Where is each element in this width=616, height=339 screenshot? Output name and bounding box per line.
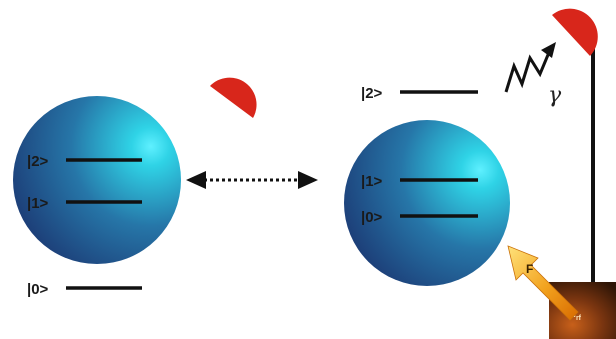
force-label: F [526, 262, 533, 276]
left-atom-sphere [13, 96, 181, 264]
right-atom-sphere [344, 120, 510, 286]
left-level-0-label: |0> [27, 281, 49, 298]
rf-source: Hrf [549, 282, 616, 339]
transfer-arrow-left-head [186, 171, 206, 189]
photon-gamma-label: γ [548, 83, 562, 108]
left-level-2-label: |2> [27, 153, 49, 170]
left-level-1-label: |1> [27, 195, 49, 212]
right-level-1-label: |1> [361, 173, 383, 190]
rf-source-box [549, 282, 616, 339]
right-level-2-label: |2> [361, 85, 383, 102]
photon-arrowhead-icon [541, 42, 556, 58]
photon-emission: γ [504, 42, 562, 108]
detector-cap-right [552, 8, 598, 56]
force-arrow: F [507, 245, 579, 321]
detector-assembly [552, 8, 598, 285]
right-level-0-label: |0> [361, 209, 383, 226]
detector-cap-left [210, 77, 257, 118]
right-atom: |2> |1> |0> [344, 85, 510, 286]
left-atom: |2> |1> |0> [13, 96, 181, 298]
transfer-arrow [186, 171, 318, 189]
transfer-arrow-right-head [298, 171, 318, 189]
force-arrow-icon [507, 245, 579, 321]
photon-wave-icon [504, 49, 552, 93]
